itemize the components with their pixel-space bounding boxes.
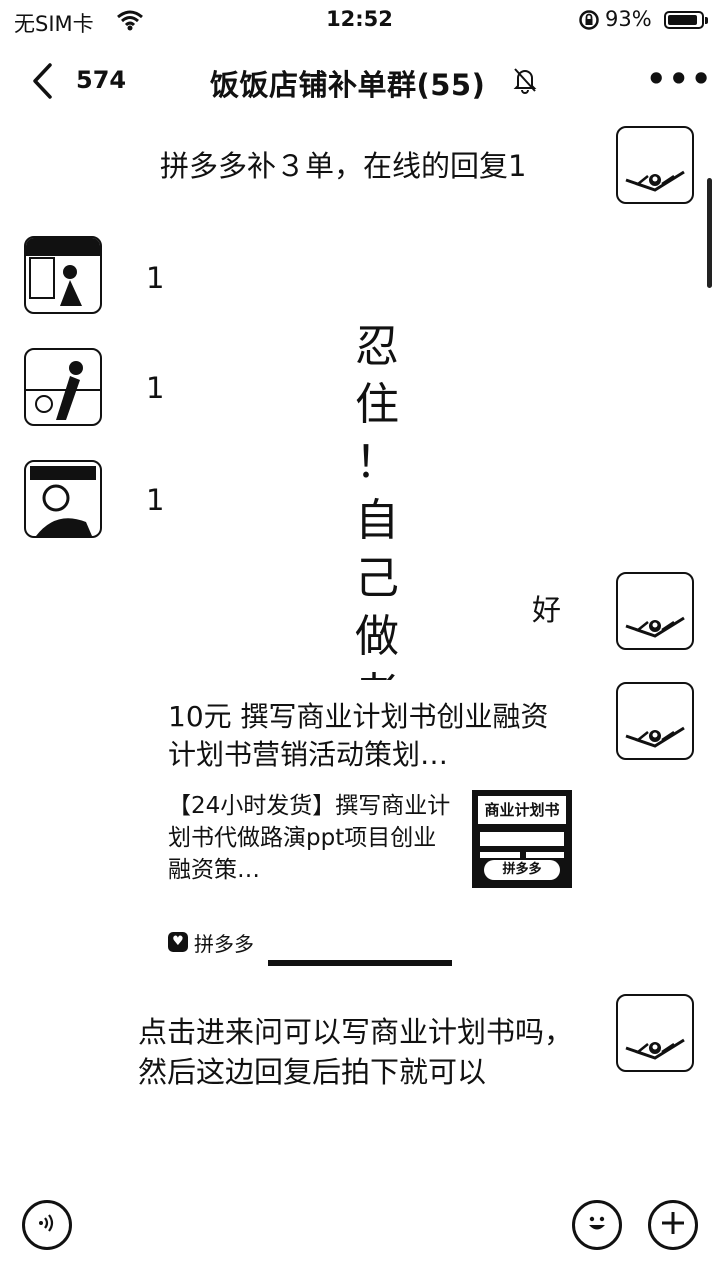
emoji-icon [582,1208,612,1242]
card-source: 拼多多 [194,932,254,956]
plus-icon [659,1209,687,1241]
overlay-char: 己 [355,553,399,604]
message-text: 点击进来问可以写商业计划书吗，然后这边回复后拍下就可以 [138,1015,574,1089]
more-options-icon[interactable]: ••• [646,60,714,98]
message-text: 拼多多补３单，在线的回复1 [160,149,527,183]
emoji-button[interactable] [572,1200,622,1250]
pinduoduo-logo-icon: ♥ [168,932,188,952]
status-bar: 无SIM卡 12:52 93% [0,0,719,40]
battery-percent: 93% [605,7,652,31]
overlay-char: 自 [355,495,399,546]
shared-product-card[interactable]: 10元 撰写商业计划书创业融资计划书营销活动策划… 【24小时发货】撰写商业计划… [160,690,580,970]
voice-icon [35,1211,59,1239]
thumb-brand: 拼多多 [484,860,560,880]
avatar-member[interactable] [24,460,102,538]
message-text: 1 [146,483,165,517]
overlay-char: 忍 [355,321,399,372]
voice-input-button[interactable] [22,1200,72,1250]
unread-count[interactable]: 574 [76,66,127,94]
add-attachment-button[interactable] [648,1200,698,1250]
thumb-title: 商业计划书 [478,796,566,824]
chat-header: 574 饭饭店铺补单群(55) ••• [0,44,719,118]
avatar-self[interactable] [616,572,694,650]
overlay-char: 做 [355,611,399,662]
message-text: 好 [532,593,562,627]
orientation-lock-icon [578,9,600,36]
avatar-self[interactable] [616,994,694,1072]
message-text: 1 [146,261,165,295]
clock: 12:52 [326,7,393,31]
overlay-char: 老 [352,666,402,680]
avatar-member[interactable] [24,236,102,314]
card-title: 10元 撰写商业计划书创业融资计划书营销活动策划… [168,700,549,771]
back-chevron-icon[interactable] [30,62,54,104]
scrollbar[interactable] [707,178,712,288]
overlay-char: ！ [355,437,399,488]
chat-title[interactable]: 饭饭店铺补单群(55) [210,68,486,102]
avatar-self[interactable] [616,682,694,760]
carrier-label: 无SIM卡 [14,12,94,36]
message-text: 1 [146,371,165,405]
input-toolbar [0,1190,719,1270]
divider [268,960,452,966]
overlay-vertical-text: 忍 住 ！ 自 己 做 老 [352,318,402,680]
avatar-member[interactable] [24,348,102,426]
wifi-icon [116,9,144,36]
card-thumbnail: 商业计划书 拼多多 [472,790,572,888]
battery-icon [664,11,708,29]
card-description: 【24小时发货】撰写商业计划书代做路演ppt项目创业融资策… [168,793,451,883]
overlay-char: 住 [355,379,399,430]
avatar-self[interactable] [616,126,694,204]
muted-bell-icon [512,66,538,98]
